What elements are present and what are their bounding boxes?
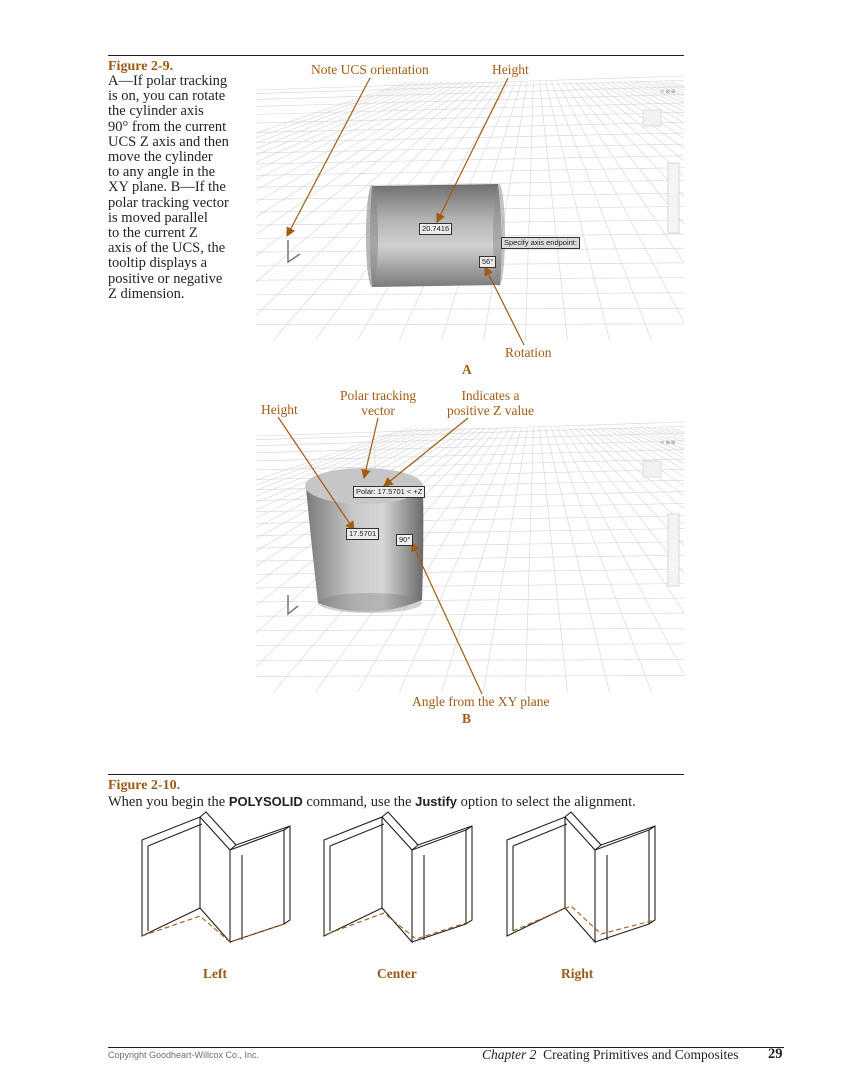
tooltip-polar: Polar: 17.5701 < +Z [353,486,426,498]
caption-part-1: When you begin the [108,794,229,810]
panel-a-letter: A [462,362,472,377]
caption-line: polar tracking vector [108,194,229,211]
figure-2-10-label: Figure 2-10. [108,778,181,793]
chapter-label: Chapter 2 [482,1047,537,1062]
command-name: POLYSOLID [228,794,303,809]
caption-line: XY plane. B—If the [108,179,226,196]
caption-line: A—If polar tracking [108,73,228,89]
viewcube-icon-b: ⊙ ⊠ ⊠ [642,440,675,478]
caption-line: tooltip displays a [108,255,208,272]
figure-2-9-label: Figure 2-9. [108,59,174,74]
svg-text:⊙ ⊠ ⊠: ⊙ ⊠ ⊠ [660,89,675,95]
caption-line: positive or negative [108,270,223,287]
tooltip-angle-b: 90° [396,534,414,546]
option-name: Justify [415,794,458,809]
chapter-title: Chapter 2 Creating Primitives and Compos… [482,1047,739,1063]
tooltip-specify-endpoint: Specify axis endpoint: [501,237,580,249]
grid-a [256,75,684,340]
svg-text:⊙ ⊠ ⊠: ⊙ ⊠ ⊠ [660,440,675,446]
figure-2-10-rule [108,774,684,775]
polar-vector-line1: Polar tracking [340,388,417,403]
label-right: Right [561,966,594,981]
caption-line: UCS Z axis and then [108,133,229,150]
callout-positive-z: Indicates a positive Z value [447,388,534,418]
leaders-b [277,416,483,695]
polysolid-drawings [141,811,656,944]
leaders-a [286,77,525,346]
caption-line: Z dimension. [108,285,185,302]
viewcube-icon: ⊙ ⊠ ⊠ [642,89,675,127]
label-left: Left [203,966,227,981]
label-center: Center [377,966,417,981]
callout-polar-tracking-vector: Polar tracking vector [340,388,416,418]
caption-line: 90° from the current [108,118,227,135]
figure-2-10-caption: When you begin the POLYSOLID command, us… [108,794,636,810]
callout-rotation: Rotation [505,345,552,360]
page-number: 29 [768,1046,783,1062]
navbar-a [667,162,680,234]
callout-height-a: Height [492,62,529,77]
viewport-a [256,72,684,340]
positive-z-line2: positive Z value [447,403,534,418]
callout-height-b: Height [261,402,298,417]
ucs-icon-a [287,240,301,264]
caption-line: to any angle in the [108,164,216,181]
positive-z-line1: Indicates a [461,388,520,403]
tooltip-angle-a: 56° [479,256,497,268]
polar-vector-line2: vector [361,403,395,418]
cylinder-a [366,184,505,287]
callout-ucs-orientation: Note UCS orientation [311,62,429,77]
panel-b-letter: B [462,711,472,726]
tooltip-height-a: 20.7416 [419,223,453,235]
navbar-b [667,513,680,587]
caption-part-3: option to select the alignment. [457,794,636,810]
callout-angle-xy: Angle from the XY plane [412,694,550,709]
chapter-name: Creating Primitives and Composites [543,1047,739,1062]
caption-line: the cylinder axis [108,103,204,120]
caption-line: axis of the UCS, the [108,240,226,257]
caption-line: is moved parallel [108,209,208,226]
tooltip-height-b: 17.5701 [346,528,380,540]
caption-line: to the current Z [108,225,198,242]
copyright: Copyright Goodheart-Willcox Co., Inc. [108,1050,260,1060]
caption-line: is on, you can rotate [108,88,226,105]
caption-part-2: command, use the [302,794,416,810]
footer-rule [108,1047,784,1048]
caption-line: move the cylinder [108,149,213,166]
ucs-icon-b [287,595,299,616]
figure-top-rule [108,55,684,56]
